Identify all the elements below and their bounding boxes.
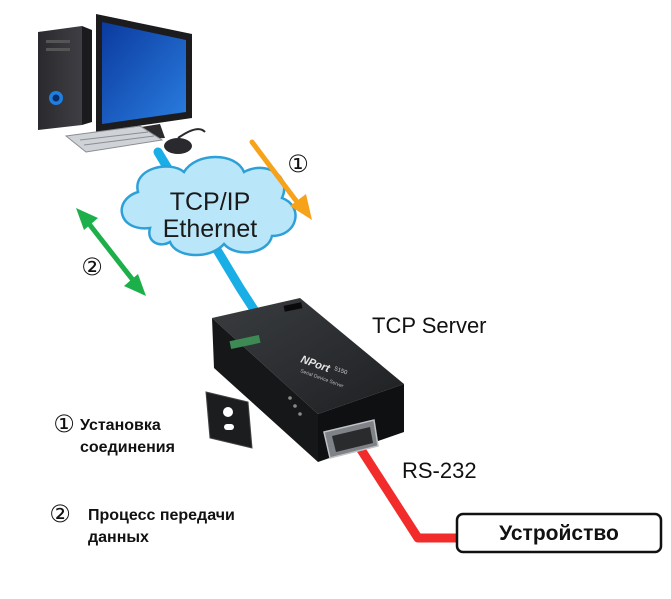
keyboard xyxy=(64,125,164,153)
computer-tower xyxy=(38,26,82,130)
legend-item-2-line2: данных xyxy=(88,529,149,546)
server-label: TCP Server xyxy=(372,313,487,338)
computer xyxy=(38,14,206,154)
serial-label: RS-232 xyxy=(402,458,477,483)
arrow1-marker: ① xyxy=(287,151,309,178)
legend-item-1-marker: ① xyxy=(53,411,75,438)
legend-item-1-line1: Установка xyxy=(80,417,161,434)
arrow-connection-setup xyxy=(249,139,312,220)
cloud-label-line1: TCP/IP xyxy=(170,188,251,216)
arrow-data-transfer xyxy=(76,208,146,296)
legend-item-1-line2: соединения xyxy=(80,439,175,456)
device-box-label: Устройство xyxy=(499,522,619,545)
cloud-label-line2: Ethernet xyxy=(163,215,258,243)
mounting-bracket xyxy=(205,391,253,449)
monitor-screen xyxy=(102,22,186,124)
device-box: Устройство xyxy=(455,512,663,554)
serial-cable xyxy=(356,445,470,543)
network-cloud: TCP/IP Ethernet xyxy=(120,155,297,257)
legend-item-2-marker: ② xyxy=(49,501,71,528)
mouse xyxy=(164,138,192,154)
arrow2-marker: ② xyxy=(81,254,103,281)
nport-model: 5150 xyxy=(333,366,348,376)
nport-device: NPort 5150 Serial Device Server xyxy=(205,298,404,462)
legend-item-2-line1: Процесс передачи xyxy=(88,507,235,524)
legend: ① Установка соединения ② Процесс передач… xyxy=(49,411,235,546)
